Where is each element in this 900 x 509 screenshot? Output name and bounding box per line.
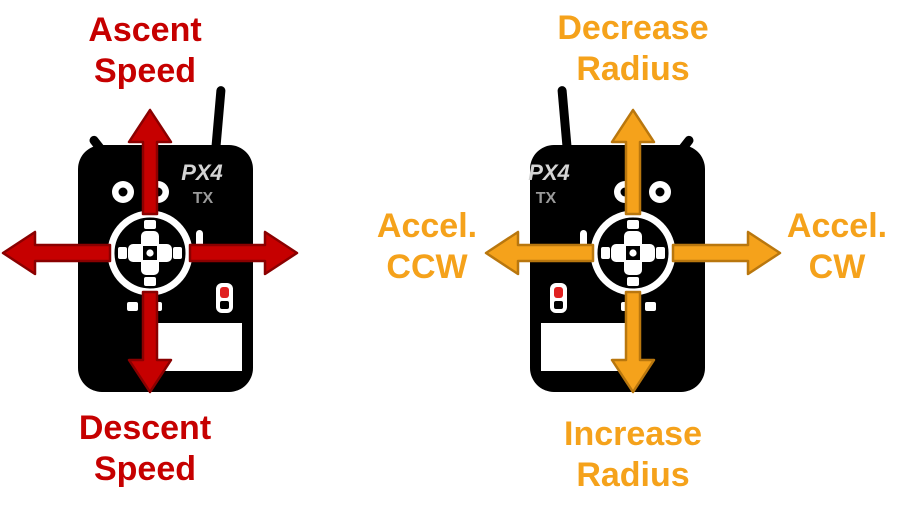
accel-cw-right-arrow xyxy=(671,230,782,276)
ascent-speed-up-arrow xyxy=(127,108,173,216)
knob-left-dot xyxy=(655,187,665,197)
antenna xyxy=(211,86,226,152)
trim-tab-left xyxy=(127,302,138,311)
power-switch-red-indicator xyxy=(554,287,563,298)
transmitter-right-illustration: PX4 TX xyxy=(484,86,782,394)
power-switch-black-indicator xyxy=(554,301,563,309)
stick-left-arrow xyxy=(1,230,112,276)
left-stick-arrows xyxy=(1,108,299,394)
body-notch xyxy=(158,323,242,371)
gate-mark-right xyxy=(601,247,610,259)
power-switch-black-indicator xyxy=(220,301,229,309)
label-accel-ccw: Accel. CCW xyxy=(347,206,507,288)
stick-center-dot xyxy=(629,249,637,257)
label-line: CCW xyxy=(386,248,468,286)
descent-speed-down-arrow xyxy=(127,290,173,394)
label-ascent-speed: Ascent Speed xyxy=(20,10,270,92)
knob-left-dot xyxy=(118,187,128,197)
antenna xyxy=(557,86,572,152)
power-switch-red-indicator xyxy=(220,287,229,298)
gate-mark-left xyxy=(656,247,665,259)
stick-right-arrow xyxy=(188,230,299,276)
label-decrease-radius: Decrease Radius xyxy=(508,8,758,90)
transmitter-body xyxy=(78,86,253,392)
label-line: Accel. xyxy=(786,207,888,245)
label-line: Decrease xyxy=(557,9,709,47)
decrease-radius-up-arrow xyxy=(610,108,656,216)
gate-mark-bottom xyxy=(144,277,156,286)
right-stick-arrows xyxy=(484,108,782,394)
accel-ccw-left-arrow xyxy=(484,230,595,276)
label-line: Descent xyxy=(78,409,212,447)
label-accel-cw: Accel. CW xyxy=(757,206,900,288)
gate-mark-right xyxy=(173,247,182,259)
body-notch xyxy=(541,323,625,371)
label-line: Accel. xyxy=(376,207,478,245)
stick-center-dot xyxy=(146,249,154,257)
tx-text: TX xyxy=(193,190,214,207)
trim-tab-left xyxy=(645,302,656,311)
label-line: Radius xyxy=(576,50,690,88)
tx-text: TX xyxy=(536,190,557,207)
gate-mark-top xyxy=(627,220,639,229)
label-line: Radius xyxy=(576,456,690,494)
label-increase-radius: Increase Radius xyxy=(508,414,758,496)
label-line: Speed xyxy=(93,52,197,90)
brand-text: PX4 xyxy=(181,160,223,185)
gate-mark-top xyxy=(144,220,156,229)
gate-mark-bottom xyxy=(627,277,639,286)
label-line: Speed xyxy=(93,450,197,488)
label-line: Increase xyxy=(564,415,702,453)
label-line: Ascent xyxy=(88,11,202,49)
label-line: CW xyxy=(808,248,866,286)
label-descent-speed: Descent Speed xyxy=(20,408,270,490)
transmitter-left-illustration: PX4 TX xyxy=(1,86,299,394)
brand-text: PX4 xyxy=(528,160,570,185)
gate-mark-left xyxy=(118,247,127,259)
increase-radius-down-arrow xyxy=(610,290,656,394)
